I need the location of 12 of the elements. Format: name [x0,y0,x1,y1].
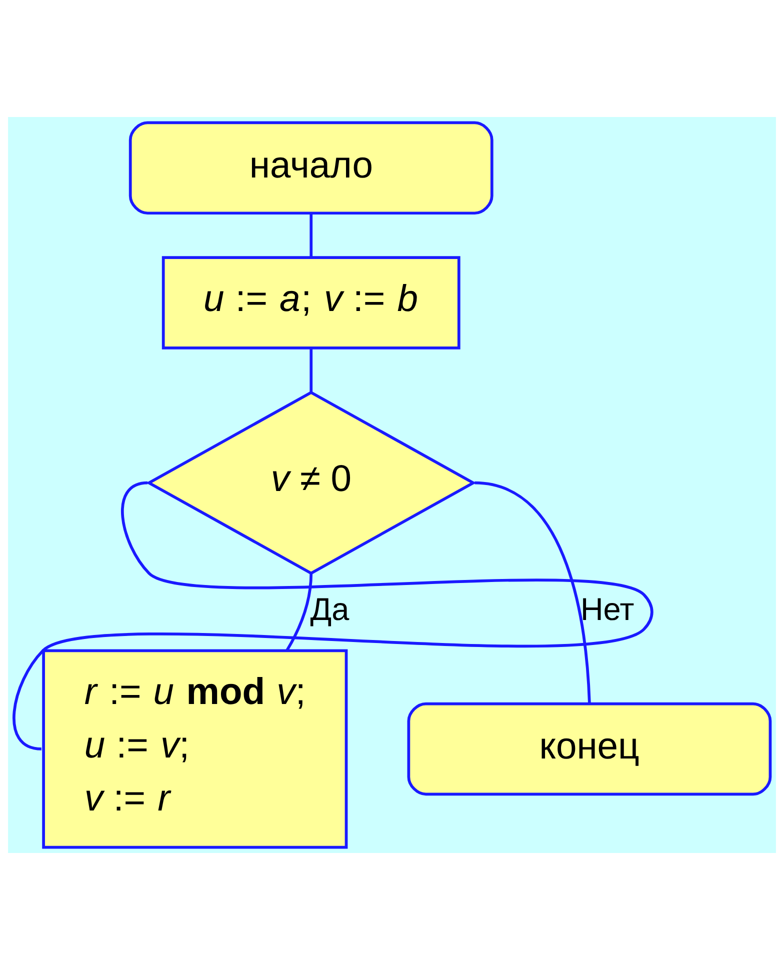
connector [474,481,591,704]
node-diamond: v ≠ 0 [146,390,476,575]
node-box: u := a; v := b [162,256,460,350]
connector [286,573,313,651]
node-box: начало [128,121,494,215]
connector [310,213,313,258]
node-box: r := u mod v; u := v; v := r [42,649,348,849]
edge-label: Да [310,591,350,628]
connector [12,481,652,750]
edge-label: Нет [580,591,634,628]
connector [310,348,313,392]
node-box: конец [407,702,772,796]
